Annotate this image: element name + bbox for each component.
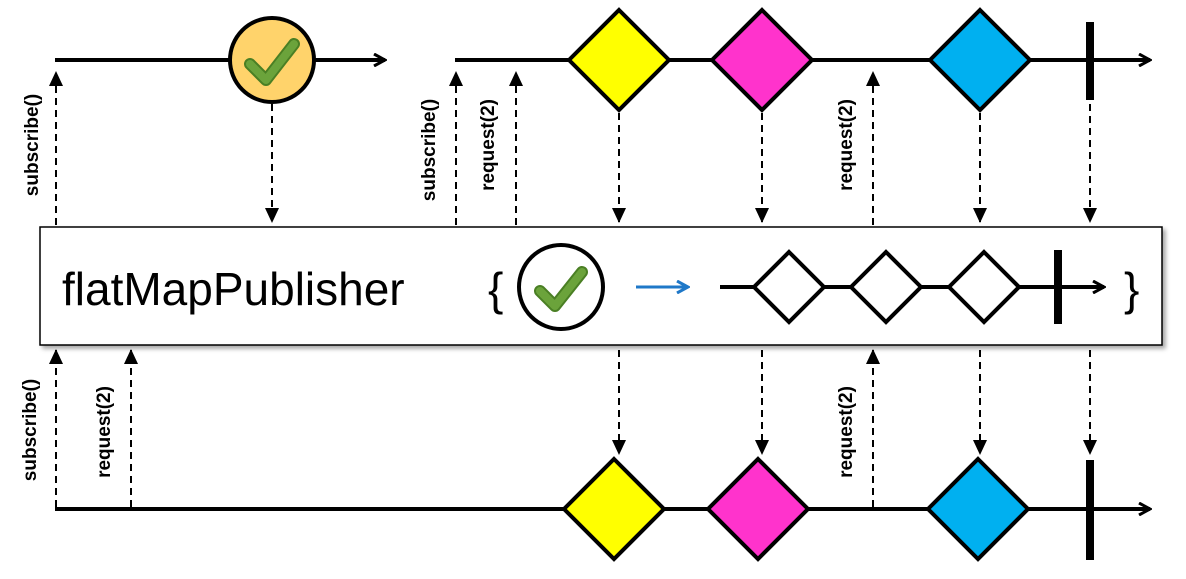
bottom-upward-arrows (49, 349, 880, 507)
inner-item-2 (848, 249, 924, 325)
operator-name: flatMapPublisher (62, 263, 405, 315)
open-brace: { (488, 263, 503, 315)
item-blue-top (927, 7, 1033, 113)
label-subscribe-bottom: subscribe() (20, 379, 41, 481)
label-request-top-1: request(2) (478, 99, 499, 191)
label-request-bottom-1: request(2) (94, 386, 115, 478)
top-downward-arrows (265, 104, 1097, 223)
item-magenta-bottom (705, 456, 811, 562)
label-request-bottom-2: request(2) (836, 386, 857, 478)
checkmark-circle-icon (228, 16, 316, 104)
checkmark-circle-icon-inner (517, 243, 605, 331)
item-yellow-bottom (561, 456, 667, 562)
label-subscribe-top-left: subscribe() (22, 94, 43, 196)
inner-item-3 (946, 249, 1022, 325)
close-brace: } (1124, 263, 1139, 315)
bottom-downward-arrows (612, 350, 1097, 455)
label-request-top-2: request(2) (836, 99, 857, 191)
item-magenta-top (709, 7, 815, 113)
top-upward-arrows (49, 71, 880, 225)
inner-item-1 (751, 249, 827, 325)
item-yellow-top (566, 7, 672, 113)
label-subscribe-top-right: subscribe() (419, 99, 440, 201)
item-blue-bottom (925, 456, 1031, 562)
